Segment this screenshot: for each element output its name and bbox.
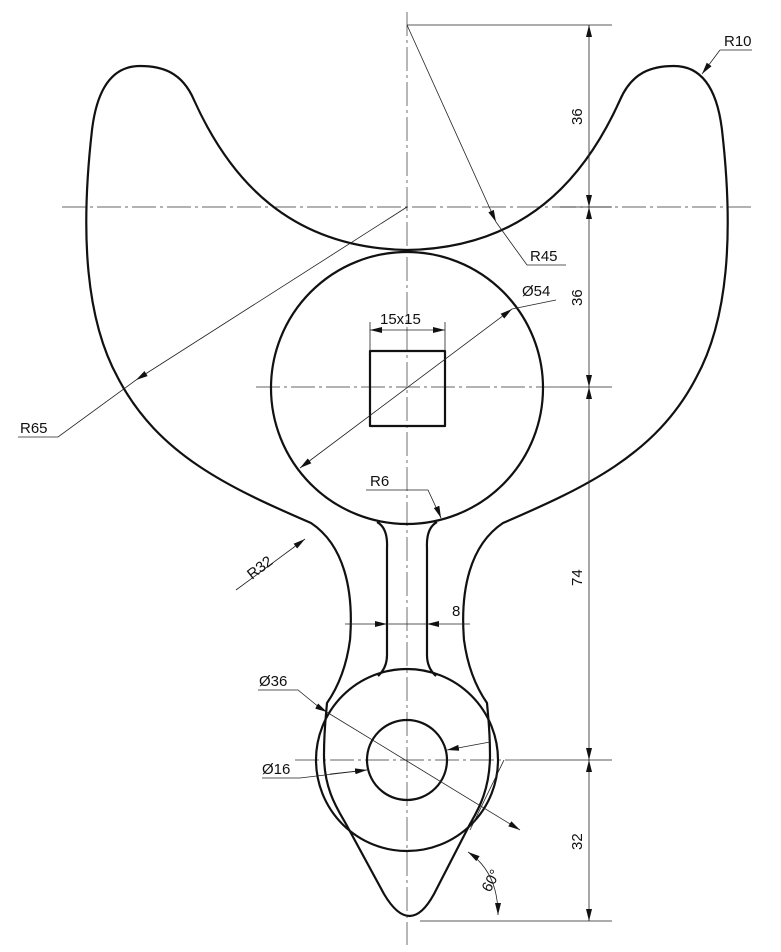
boss-hole [365, 718, 449, 802]
label-dia36: Ø36 [259, 673, 287, 690]
label-r32: R32 [244, 553, 276, 583]
centerlines [62, 12, 752, 945]
dim-top: 36 [569, 108, 586, 125]
leader-r65 [135, 206, 408, 381]
label-r10: R10 [724, 33, 752, 50]
neck-right [425, 521, 438, 677]
dim-upper: 36 [569, 289, 586, 306]
leader-r10 [701, 49, 721, 75]
dim-middle: 74 [569, 569, 586, 586]
dim-bottom: 32 [569, 833, 586, 850]
outer-contour [85, 64, 729, 918]
boss-circle [314, 667, 500, 853]
leader-dia36 [319, 707, 521, 831]
leader-r32 [235, 538, 306, 591]
dimension-lines [18, 24, 752, 922]
labels: R10 R45 R65 Ø54 15x15 R6 R32 8 Ø36 Ø16 6… [20, 33, 752, 895]
part-outline [85, 64, 729, 918]
label-r45: R45 [530, 248, 558, 265]
leader-dia54 [299, 308, 513, 469]
label-dia54: Ø54 [522, 283, 550, 300]
label-r65: R65 [20, 420, 48, 437]
label-r6: R6 [370, 473, 389, 490]
square-hole [368, 349, 447, 428]
leader-r45 [406, 24, 497, 223]
label-angle60: 60° [479, 867, 505, 895]
label-width8: 8 [452, 603, 460, 620]
angle-arc [467, 851, 501, 916]
neck-left [376, 521, 389, 677]
leader-dia16 [446, 741, 491, 751]
label-square: 15x15 [380, 311, 421, 328]
label-dia16: Ø16 [262, 761, 290, 778]
hub-circle [269, 250, 545, 526]
